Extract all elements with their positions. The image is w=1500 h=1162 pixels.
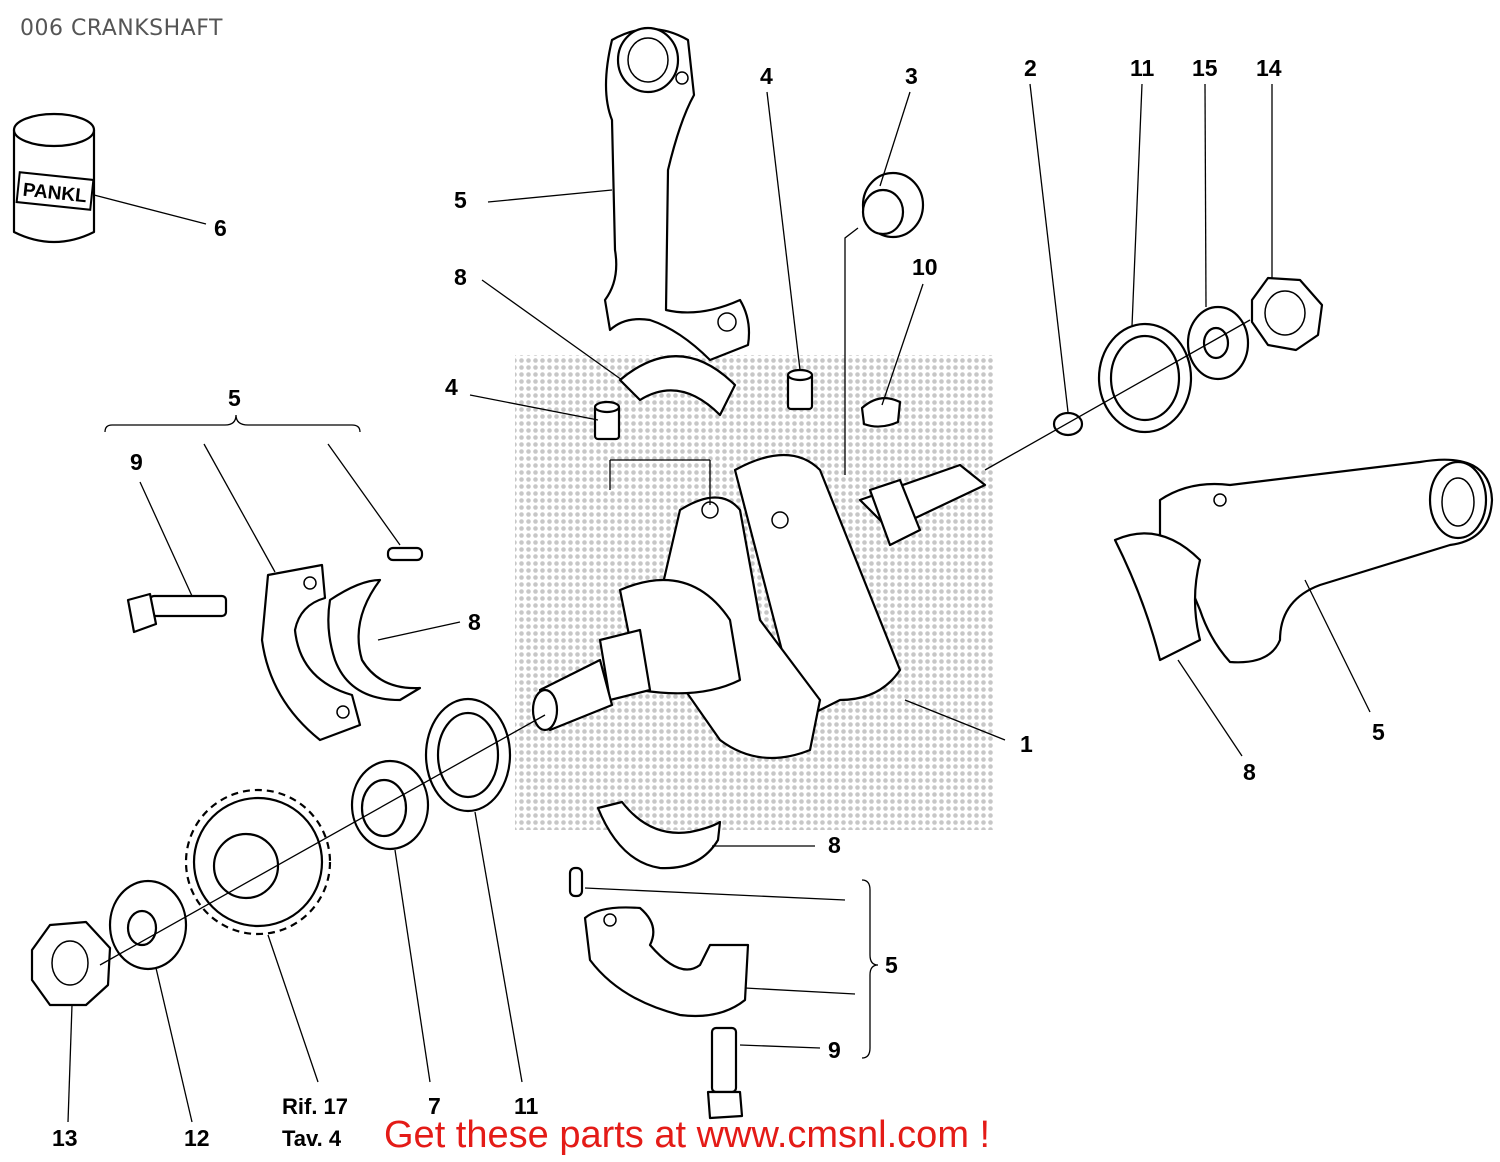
bearing-shell-left xyxy=(327,578,422,702)
callout-4a: 4 xyxy=(760,63,773,89)
callout-4b: 4 xyxy=(445,374,458,400)
washer-12 xyxy=(108,879,188,971)
bearing-shell-top xyxy=(618,355,737,417)
nut-13 xyxy=(30,920,112,1007)
callout-11-bottom: 11 xyxy=(514,1093,539,1119)
callout-10: 10 xyxy=(912,254,938,280)
callout-5-right: 5 xyxy=(1372,719,1385,745)
thrust-washer-top xyxy=(1097,322,1193,434)
dowel-pin-left xyxy=(386,546,424,562)
washer-15 xyxy=(1186,305,1250,381)
callout-7: 7 xyxy=(428,1093,441,1119)
connecting-rod-top xyxy=(603,26,751,362)
bolt-9-left xyxy=(126,592,228,634)
leader-lines xyxy=(67,83,1371,1123)
pankl-cylinder: PANKL xyxy=(12,112,96,244)
callout-2: 2 xyxy=(1024,55,1037,81)
reference-line-2: Tav. 4 xyxy=(282,1126,342,1151)
seal-7 xyxy=(350,759,430,851)
callout-12: 12 xyxy=(184,1125,210,1151)
callout-8-left: 8 xyxy=(468,609,481,635)
callout-8-bottom: 8 xyxy=(828,832,841,858)
bolt-9-bottom xyxy=(706,1026,744,1120)
bearing-shell-right xyxy=(1113,532,1202,662)
bearing-shell-bottom xyxy=(596,800,722,870)
callout-15: 15 xyxy=(1192,55,1218,81)
callout-5-left: 5 xyxy=(228,385,241,411)
callout-3: 3 xyxy=(905,63,918,89)
callout-6: 6 xyxy=(214,215,227,241)
stud-4b xyxy=(786,368,814,411)
crankshaft xyxy=(531,453,987,760)
callout-labels: 1 2 3 4 4 5 5 5 5 6 7 8 8 8 8 9 9 10 11 … xyxy=(52,55,1385,1151)
callout-13: 13 xyxy=(52,1125,78,1151)
callout-5-top: 5 xyxy=(454,187,467,213)
thrust-washer-bottom xyxy=(424,697,512,813)
callout-14: 14 xyxy=(1256,55,1282,81)
callout-9-left: 9 xyxy=(130,449,143,475)
callout-5-bottom: 5 xyxy=(885,952,898,978)
rod-cap-left xyxy=(260,563,362,742)
nut-14 xyxy=(1250,276,1324,352)
connecting-rod-right xyxy=(1158,458,1494,664)
page-title: 006 CRANKSHAFT xyxy=(20,16,223,41)
stud-4a xyxy=(593,400,621,441)
callout-11-top: 11 xyxy=(1130,55,1155,81)
callout-1: 1 xyxy=(1020,731,1033,757)
timing-gear xyxy=(184,788,332,936)
callout-9-bottom: 9 xyxy=(828,1037,841,1063)
rod-cap-bottom xyxy=(583,906,750,1018)
dowel-pin-bottom xyxy=(568,866,584,898)
grub-screw-2 xyxy=(1052,411,1084,437)
callout-8-top: 8 xyxy=(454,264,467,290)
callout-8-right: 8 xyxy=(1243,759,1256,785)
plug-3 xyxy=(861,171,925,239)
shop-link-banner[interactable]: Get these parts at www.cmsnl.com ! xyxy=(384,1114,991,1156)
reference-line-1: Rif. 17 xyxy=(282,1094,349,1119)
woodruff-key-10 xyxy=(860,397,902,428)
